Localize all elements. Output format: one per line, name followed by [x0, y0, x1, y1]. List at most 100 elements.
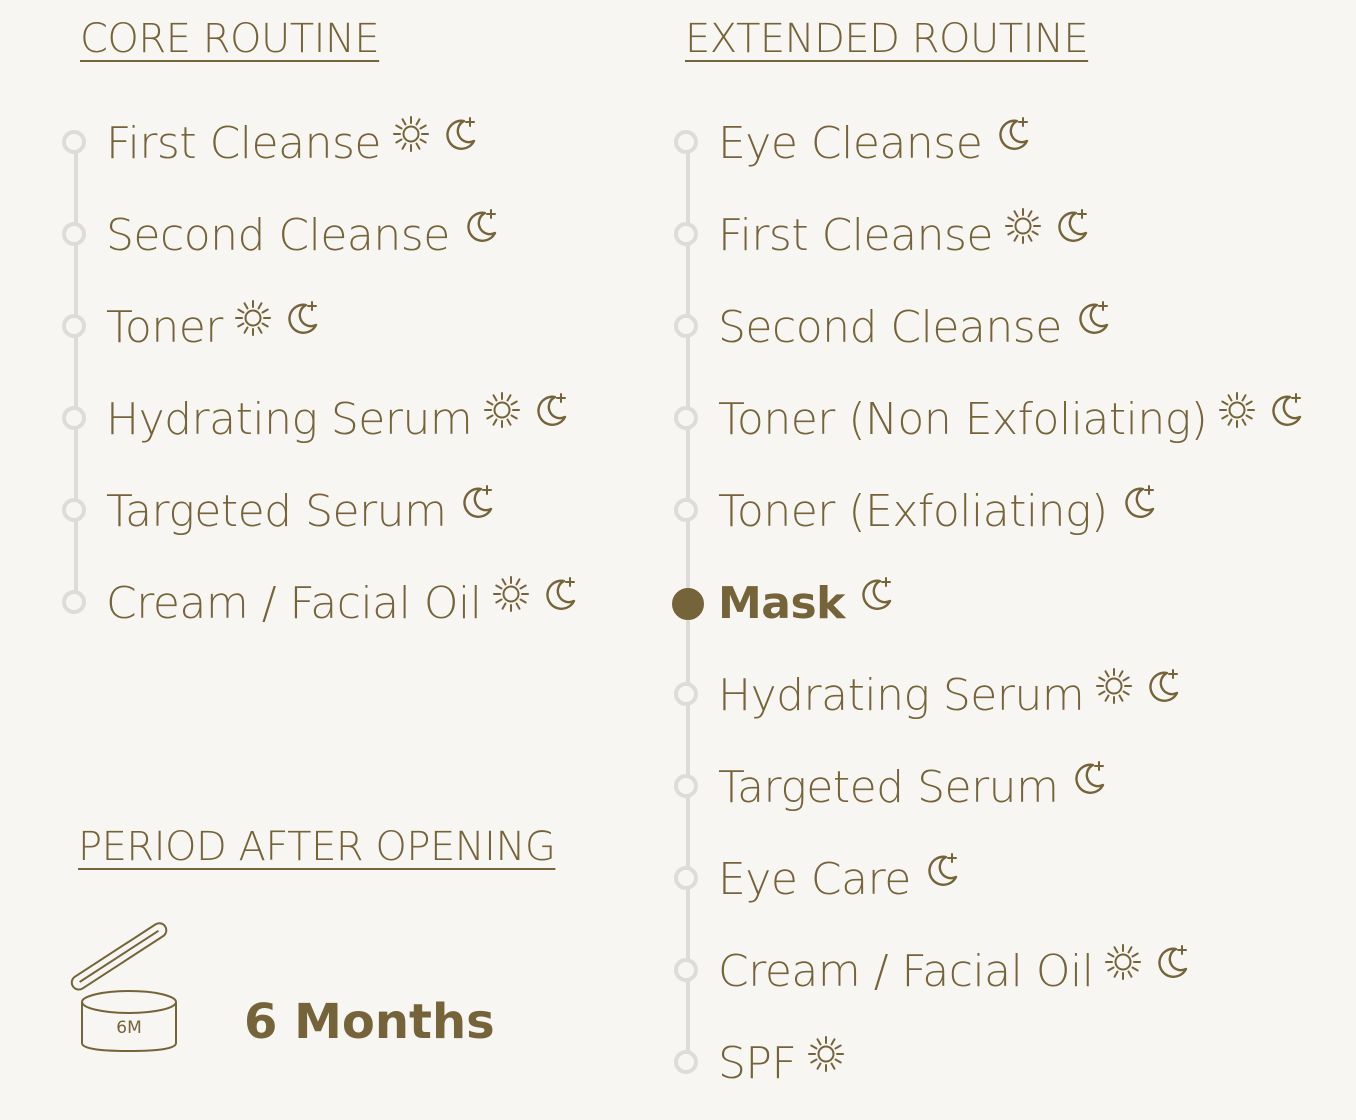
- routine-step: Targeted Serum: [672, 742, 1332, 834]
- routine-step-label: Toner (Exfoliating): [718, 485, 1158, 540]
- routine-step-label: Hydrating Serum: [718, 668, 1182, 724]
- timeline-rail: [74, 144, 78, 604]
- routine-step-label: Targeted Serum: [106, 485, 496, 540]
- sun-icon: [482, 390, 522, 442]
- step-text: Cream / Facial Oil: [718, 946, 1094, 997]
- moon-icon: [921, 850, 961, 902]
- moon-icon: [1118, 482, 1158, 534]
- routine-step-label: Toner (Non Exfoliating): [718, 392, 1305, 448]
- routine-step: Cream / Facial Oil: [60, 558, 620, 650]
- time-of-day-icons: [921, 850, 961, 902]
- routine-step: First Cleanse: [60, 98, 620, 190]
- moon-icon: [992, 114, 1032, 166]
- moon-icon: [439, 114, 479, 166]
- time-of-day-icons: [491, 574, 579, 626]
- routine-step-label: Mask: [718, 577, 895, 632]
- sun-icon: [1003, 206, 1043, 258]
- core-routine-list: First Cleanse Second Cleanse Toner Hydra…: [60, 98, 620, 650]
- step-text: First Cleanse: [106, 118, 381, 169]
- sun-icon: [391, 114, 431, 166]
- extended-routine-list: Eye Cleanse First Cleanse Second Cleanse…: [672, 98, 1332, 1110]
- routine-step-label: SPF: [718, 1036, 846, 1092]
- step-text: Second Cleanse: [106, 210, 450, 261]
- routine-step-label: First Cleanse: [718, 208, 1091, 264]
- routine-step: Hydrating Serum: [672, 650, 1332, 742]
- period-after-opening-value: 6 Months: [244, 994, 495, 1050]
- routine-step-label: Cream / Facial Oil: [718, 944, 1191, 1000]
- routine-step-label: Hydrating Serum: [106, 392, 570, 448]
- time-of-day-icons: [391, 114, 479, 166]
- time-of-day-icons: [1068, 758, 1108, 810]
- routine-step: Eye Cleanse: [672, 98, 1332, 190]
- routine-step-label: Second Cleanse: [106, 209, 500, 264]
- routine-step-label: Toner: [106, 300, 321, 356]
- step-text: Second Cleanse: [718, 302, 1062, 353]
- sun-icon: [806, 1034, 846, 1086]
- routine-step: SPF: [672, 1018, 1332, 1110]
- timeline-dot: [674, 1050, 698, 1074]
- step-text: Mask: [718, 578, 845, 629]
- open-jar-icon: 6M: [70, 922, 177, 1053]
- step-text: Targeted Serum: [718, 762, 1059, 813]
- moon-icon: [460, 206, 500, 258]
- timeline-dot: [674, 130, 698, 154]
- routine-step: Targeted Serum: [60, 466, 620, 558]
- moon-icon: [539, 574, 579, 626]
- routine-step: Second Cleanse: [60, 190, 620, 282]
- step-text: Cream / Facial Oil: [106, 578, 482, 629]
- time-of-day-icons: [1118, 482, 1158, 534]
- timeline-dot: [62, 498, 86, 522]
- timeline-dot: [674, 774, 698, 798]
- routine-step-label: Cream / Facial Oil: [106, 576, 579, 632]
- sun-icon: [491, 574, 531, 626]
- moon-icon: [1068, 758, 1108, 810]
- moon-icon: [530, 390, 570, 442]
- time-of-day-icons: [1217, 390, 1305, 442]
- step-text: Toner (Non Exfoliating): [718, 394, 1208, 445]
- sun-icon: [233, 298, 273, 350]
- timeline-dot: [674, 498, 698, 522]
- timeline-dot: [62, 590, 86, 614]
- routine-step-label: Second Cleanse: [718, 301, 1112, 356]
- moon-icon: [1265, 390, 1305, 442]
- extended-routine-heading: EXTENDED ROUTINE: [685, 16, 1089, 62]
- sun-icon: [1217, 390, 1257, 442]
- time-of-day-icons: [1094, 666, 1182, 718]
- moon-icon: [1151, 942, 1191, 994]
- time-of-day-icons: [1103, 942, 1191, 994]
- timeline-dot: [674, 866, 698, 890]
- timeline-dot: [62, 406, 86, 430]
- timeline-dot: [62, 314, 86, 338]
- time-of-day-icons: [460, 206, 500, 258]
- moon-icon: [855, 574, 895, 626]
- moon-icon: [1051, 206, 1091, 258]
- moon-icon: [1072, 298, 1112, 350]
- time-of-day-icons: [855, 574, 895, 626]
- time-of-day-icons: [482, 390, 570, 442]
- timeline-dot: [674, 314, 698, 338]
- timeline-dot: [62, 222, 86, 246]
- sun-icon: [1094, 666, 1134, 718]
- routine-step: Eye Care: [672, 834, 1332, 926]
- timeline-dot: [674, 222, 698, 246]
- routine-step: Toner (Exfoliating): [672, 466, 1332, 558]
- time-of-day-icons: [992, 114, 1032, 166]
- routine-step: Toner: [60, 282, 620, 374]
- core-routine-heading: CORE ROUTINE: [80, 16, 380, 62]
- step-text: Targeted Serum: [106, 486, 447, 537]
- step-text: Eye Cleanse: [718, 118, 983, 169]
- moon-icon: [1142, 666, 1182, 718]
- sun-icon: [1103, 942, 1143, 994]
- time-of-day-icons: [233, 298, 321, 350]
- moon-icon: [456, 482, 496, 534]
- routine-step: Second Cleanse: [672, 282, 1332, 374]
- routine-step: Hydrating Serum: [60, 374, 620, 466]
- period-after-opening-heading: PERIOD AFTER OPENING: [78, 824, 556, 870]
- jar-label: 6M: [116, 1018, 141, 1038]
- time-of-day-icons: [1072, 298, 1112, 350]
- timeline-dot: [674, 958, 698, 982]
- time-of-day-icons: [456, 482, 496, 534]
- routine-step-label: Eye Cleanse: [718, 117, 1032, 172]
- step-text: First Cleanse: [718, 210, 993, 261]
- step-text: Toner (Exfoliating): [718, 486, 1108, 537]
